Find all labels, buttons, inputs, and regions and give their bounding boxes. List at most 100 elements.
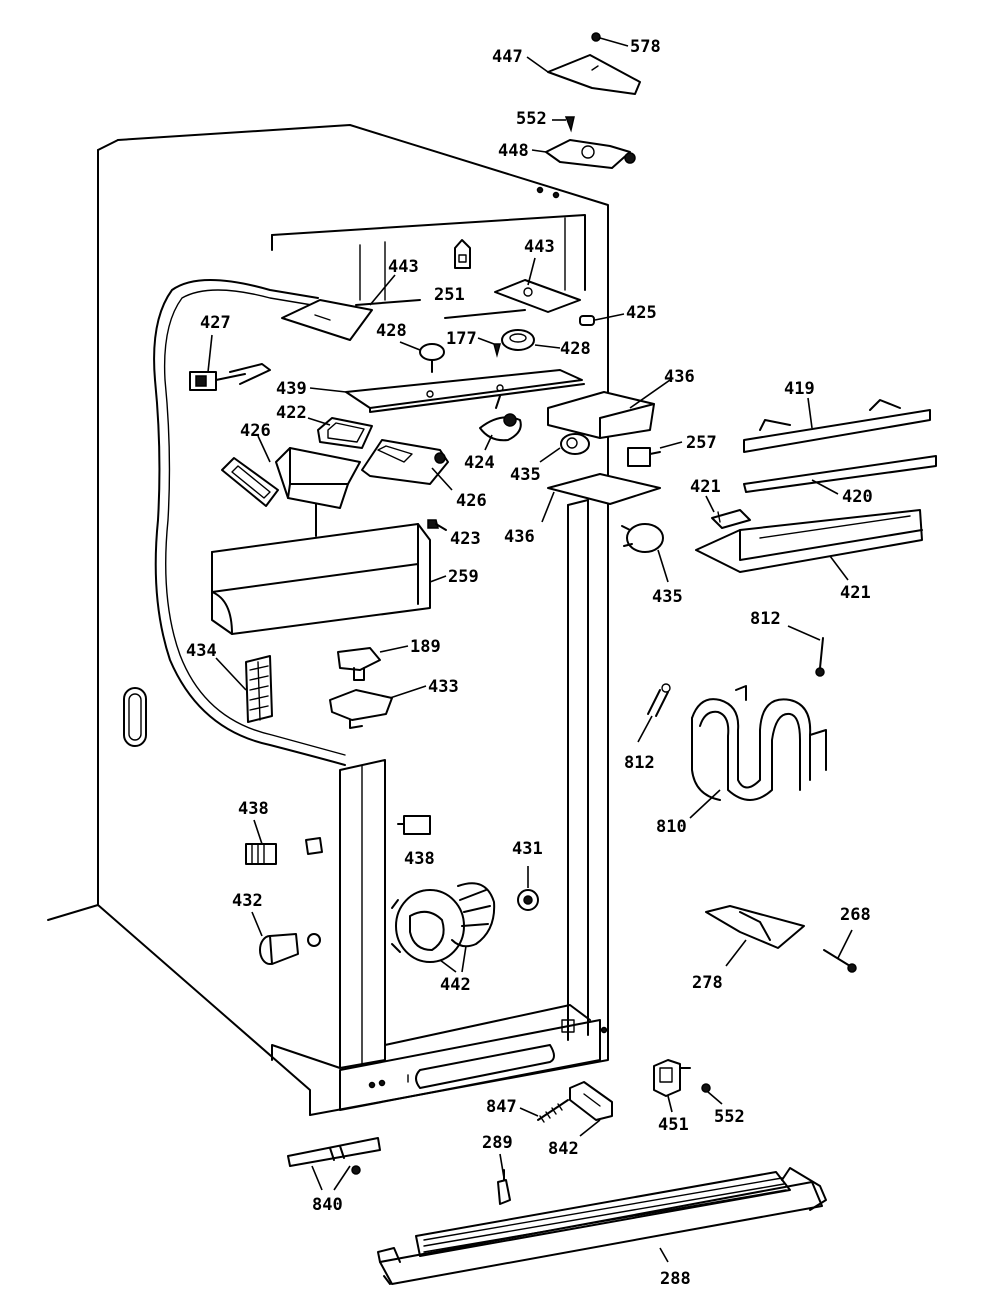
wire-harness xyxy=(153,279,346,766)
rail-419 xyxy=(743,397,931,453)
screw-268 xyxy=(823,929,857,973)
part-842 xyxy=(569,1081,613,1137)
connector-438-right xyxy=(397,815,431,835)
callout-448: 448 xyxy=(498,141,529,161)
bracket-278 xyxy=(705,905,805,967)
knob-428-right xyxy=(501,329,561,351)
screw-177 xyxy=(477,337,501,358)
callout-552: 552 xyxy=(516,109,547,129)
callout-443: 443 xyxy=(524,237,555,257)
callout-278: 278 xyxy=(692,973,723,993)
light-shield-436 xyxy=(541,473,661,523)
callout-424: 424 xyxy=(464,453,495,473)
fitting-189 xyxy=(337,645,409,681)
rail-420 xyxy=(743,455,937,495)
connector-438-left xyxy=(245,819,323,865)
callout-842: 842 xyxy=(548,1139,579,1159)
hinge-plate-443-right xyxy=(444,257,581,319)
callout-435: 435 xyxy=(510,465,541,485)
part-425 xyxy=(579,313,625,326)
grille-434 xyxy=(215,655,273,723)
switch-257 xyxy=(627,441,683,467)
part-812-left xyxy=(637,683,671,743)
light-housing-436 xyxy=(547,379,671,439)
callout-847: 847 xyxy=(486,1097,517,1117)
screw-552-top xyxy=(552,116,575,133)
callout-428: 428 xyxy=(560,339,591,359)
callout-436: 436 xyxy=(664,367,695,387)
callout-420: 420 xyxy=(842,487,873,507)
callout-177: 177 xyxy=(446,329,477,349)
part-451 xyxy=(653,1059,691,1113)
callout-439: 439 xyxy=(276,379,307,399)
part-812-top xyxy=(787,625,825,677)
callout-259: 259 xyxy=(448,567,479,587)
callout-435: 435 xyxy=(652,587,683,607)
part-432 xyxy=(251,911,321,965)
callout-288: 288 xyxy=(660,1269,691,1289)
callout-433: 433 xyxy=(428,677,459,697)
callout-419: 419 xyxy=(784,379,815,399)
callout-251: 251 xyxy=(434,285,465,305)
duct-426-right xyxy=(361,439,453,491)
trim-422 xyxy=(307,417,373,449)
screw-552-bottom xyxy=(701,1083,723,1105)
callout-812: 812 xyxy=(624,753,655,773)
control-panel-439 xyxy=(309,369,585,413)
nut-431 xyxy=(517,866,539,911)
callout-268: 268 xyxy=(840,905,871,925)
callout-810: 810 xyxy=(656,817,687,837)
callout-427: 427 xyxy=(200,313,231,333)
callout-421: 421 xyxy=(840,583,871,603)
callout-451: 451 xyxy=(658,1115,689,1135)
part-423 xyxy=(427,519,447,531)
callout-428: 428 xyxy=(376,321,407,341)
callout-426: 426 xyxy=(240,421,271,441)
fan-442 xyxy=(391,882,496,973)
cover-259 xyxy=(211,503,447,635)
callout-289: 289 xyxy=(482,1133,513,1153)
callout-578: 578 xyxy=(630,37,661,57)
socket-435 xyxy=(539,433,590,463)
bracket-448 xyxy=(531,139,636,169)
callout-812: 812 xyxy=(750,609,781,629)
thermostat-427 xyxy=(189,334,271,391)
part-840 xyxy=(287,1137,381,1191)
callout-436: 436 xyxy=(504,527,535,547)
part-251 xyxy=(454,239,471,269)
screw-578 xyxy=(591,32,629,47)
callout-423: 423 xyxy=(450,529,481,549)
cabinet-body xyxy=(47,124,609,1116)
duct-426-left xyxy=(221,435,361,509)
callout-425: 425 xyxy=(626,303,657,323)
callout-442: 442 xyxy=(440,975,471,995)
bracket-433 xyxy=(329,685,427,729)
callout-189: 189 xyxy=(410,637,441,657)
callout-443: 443 xyxy=(388,257,419,277)
heater-810 xyxy=(689,685,827,819)
spring-847 xyxy=(519,1099,569,1123)
callout-438: 438 xyxy=(404,849,435,869)
callout-431: 431 xyxy=(512,839,543,859)
callout-421: 421 xyxy=(690,477,721,497)
callout-426: 426 xyxy=(456,491,487,511)
grille-288 xyxy=(377,1167,827,1285)
part-424 xyxy=(479,395,522,451)
cover-447 xyxy=(526,54,641,95)
callout-257: 257 xyxy=(686,433,717,453)
callout-552: 552 xyxy=(714,1107,745,1127)
light-shield-421 xyxy=(695,509,923,581)
callout-labels: 578 447 552 448 443 443 251 425 427 428 … xyxy=(186,37,873,1289)
callout-438: 438 xyxy=(238,799,269,819)
knob-428 xyxy=(399,341,445,373)
callout-840: 840 xyxy=(312,1195,343,1215)
callout-434: 434 xyxy=(186,641,217,661)
hinge-plate-443-left xyxy=(281,274,421,341)
callout-432: 432 xyxy=(232,891,263,911)
callout-447: 447 xyxy=(492,47,523,67)
bulb-435 xyxy=(621,523,669,583)
callout-422: 422 xyxy=(276,403,307,423)
part-289 xyxy=(497,1153,511,1205)
wire-harness-inner xyxy=(163,289,346,756)
